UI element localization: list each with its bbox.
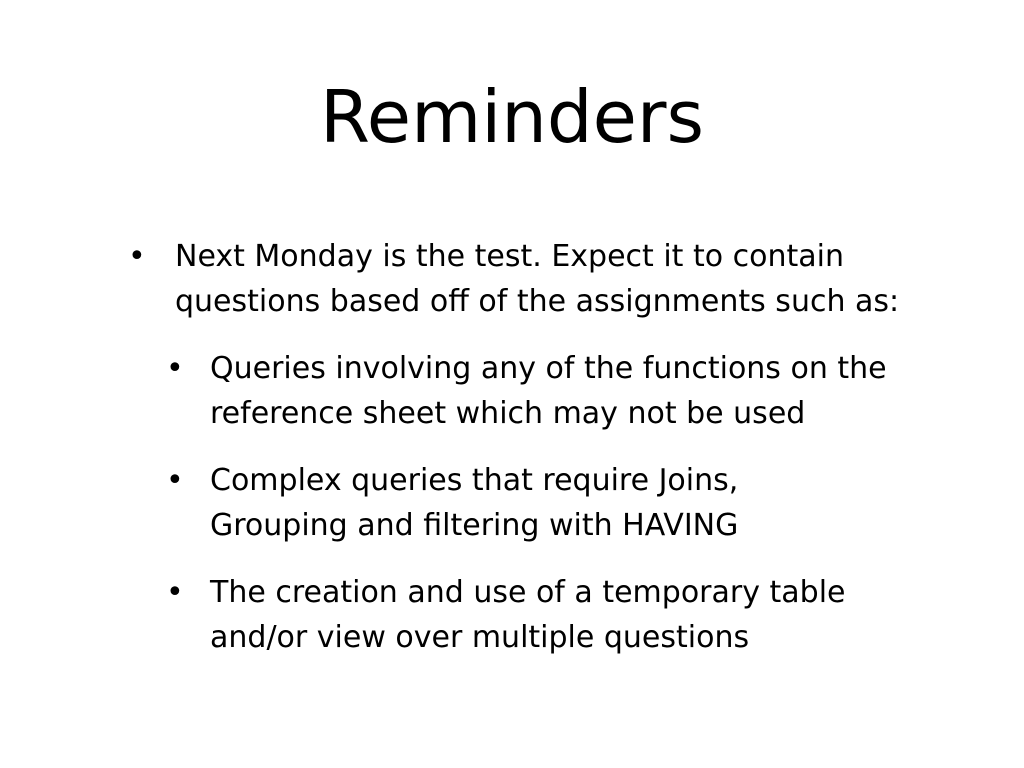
main-bullet-line-1: Next Monday is the test. Expect it to co… (175, 239, 844, 274)
main-bullet-line-2: questions based off of the assignments s… (175, 284, 900, 319)
sub-bullet-line: and/or view over multiple questions (210, 620, 750, 655)
sub-bullet-text: The creation and use of a temporary tabl… (210, 570, 846, 660)
sub-bullet-line: reference sheet which may not be used (210, 396, 806, 431)
sub-bullet-line: Grouping and filtering with HAVING (210, 508, 739, 543)
sub-bullet-line: Queries involving any of the functions o… (210, 351, 887, 386)
sub-bullet-text: Queries involving any of the functions o… (210, 346, 887, 436)
sub-bullet-line: The creation and use of a temporary tabl… (210, 575, 846, 610)
sub-bullet-line: Complex queries that require Joins, (210, 463, 739, 498)
bullet-dot-icon: • (166, 463, 184, 498)
bullet-dot-icon: • (166, 575, 184, 610)
bullet-dot-icon: • (166, 351, 184, 386)
sub-bullet-text: Complex queries that require Joins, Grou… (210, 458, 738, 548)
slide-title: Reminders (320, 75, 704, 159)
main-bullet-text: Next Monday is the test. Expect it to co… (175, 234, 899, 324)
bullet-dot-icon: • (128, 239, 146, 274)
